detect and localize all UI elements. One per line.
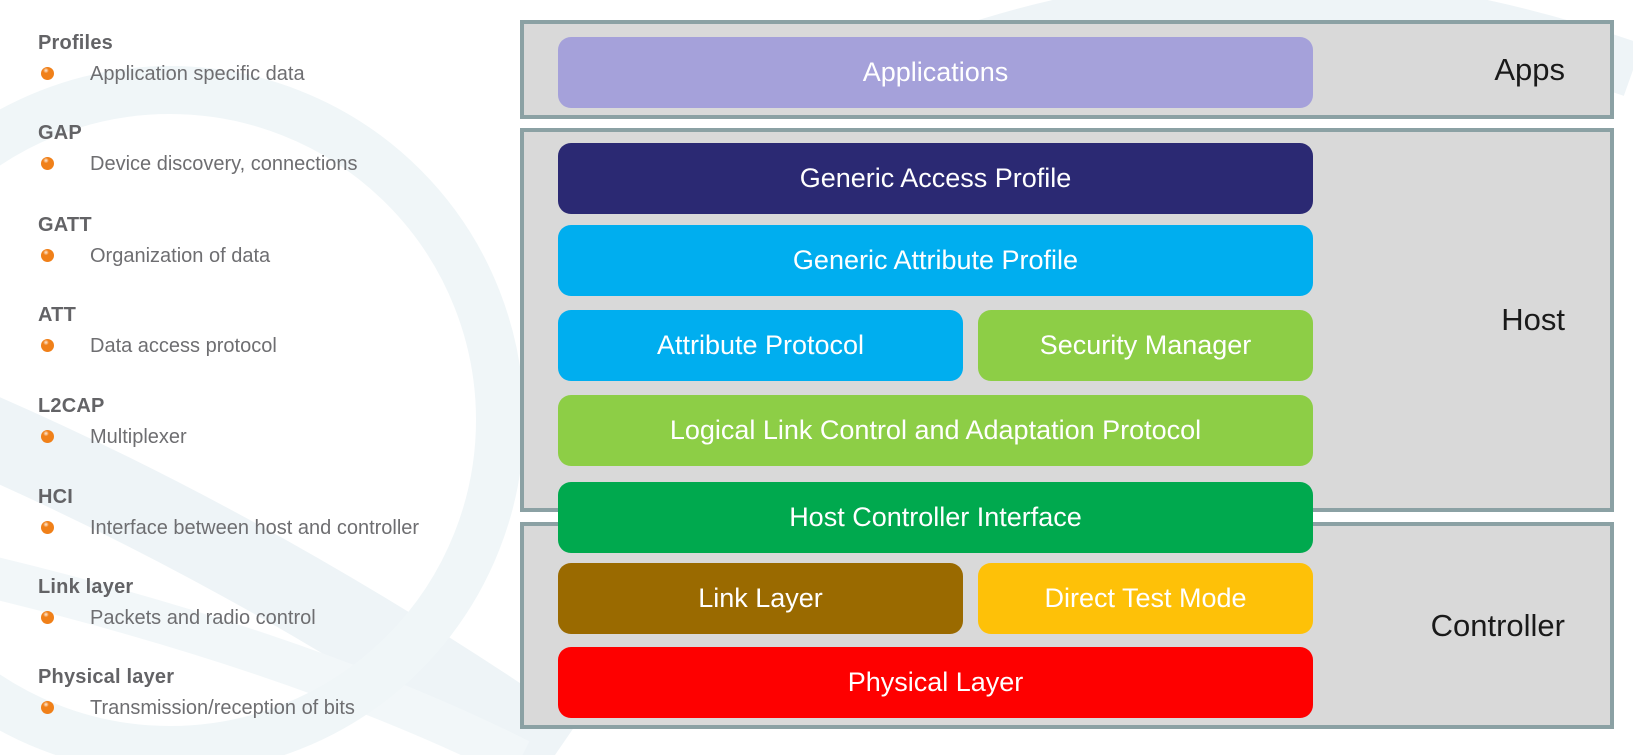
glossary-group-hci: HCI Interface between host and controlle… — [38, 484, 508, 542]
bullet-dot-icon — [41, 157, 54, 170]
glossary-term: ATT — [38, 304, 76, 326]
glossary-row: Device discovery, connections — [38, 150, 508, 178]
glossary-row: Data access protocol — [38, 332, 508, 360]
glossary-description: Data access protocol — [90, 335, 277, 357]
glossary-group-l2cap: L2CAP Multiplexer — [38, 393, 508, 451]
glossary-description: Device discovery, connections — [90, 153, 358, 175]
glossary-term: HCI — [38, 486, 74, 508]
glossary-row: Interface between host and controller — [38, 514, 508, 542]
glossary-row: Packets and radio control — [38, 604, 508, 632]
glossary-row: Transmission/reception of bits — [38, 694, 508, 722]
apps-section-label: Apps — [1494, 51, 1565, 87]
layer-l2cap: Logical Link Control and Adaptation Prot… — [558, 395, 1313, 466]
glossary-description: Transmission/reception of bits — [90, 697, 355, 719]
glossary-group-profiles: Profiles Application specific data — [38, 30, 508, 88]
glossary-group-gap: GAP Device discovery, connections — [38, 120, 508, 178]
host-section-label: Host — [1501, 302, 1565, 337]
glossary-panel: Profiles Application specific data GAP D… — [0, 0, 505, 755]
layer-link-layer: Link Layer — [558, 563, 963, 634]
layer-applications: Applications — [558, 37, 1313, 108]
glossary-term: L2CAP — [38, 395, 105, 417]
glossary-term: GATT — [38, 214, 92, 236]
layer-generic-attribute-profile: Generic Attribute Profile — [558, 225, 1313, 296]
layer-generic-access-profile: Generic Access Profile — [558, 143, 1313, 214]
layer-physical-layer: Physical Layer — [558, 647, 1313, 718]
glossary-group-link-layer: Link layer Packets and radio control — [38, 574, 508, 632]
glossary-term: Profiles — [38, 32, 113, 54]
glossary-row: Multiplexer — [38, 423, 508, 451]
glossary-group-physical-layer: Physical layer Transmission/reception of… — [38, 664, 508, 722]
glossary-term: Link layer — [38, 576, 134, 598]
glossary-term: Physical layer — [38, 666, 175, 688]
glossary-description: Interface between host and controller — [90, 517, 420, 539]
glossary-description: Multiplexer — [90, 426, 187, 448]
glossary-description: Packets and radio control — [90, 607, 316, 629]
glossary-description: Application specific data — [90, 63, 305, 85]
bullet-dot-icon — [41, 249, 54, 262]
bullet-dot-icon — [41, 67, 54, 80]
glossary-group-gatt: GATT Organization of data — [38, 212, 508, 270]
glossary-row: Organization of data — [38, 242, 508, 270]
layer-host-controller-interface: Host Controller Interface — [558, 482, 1313, 553]
bullet-dot-icon — [41, 701, 54, 714]
bullet-dot-icon — [41, 611, 54, 624]
bullet-dot-icon — [41, 430, 54, 443]
glossary-term: GAP — [38, 122, 82, 144]
layer-security-manager: Security Manager — [978, 310, 1313, 381]
bullet-dot-icon — [41, 339, 54, 352]
controller-section-label: Controller — [1430, 607, 1565, 643]
layer-attribute-protocol: Attribute Protocol — [558, 310, 963, 381]
layer-direct-test-mode: Direct Test Mode — [978, 563, 1313, 634]
glossary-description: Organization of data — [90, 245, 271, 267]
bullet-dot-icon — [41, 521, 54, 534]
glossary-group-att: ATT Data access protocol — [38, 302, 508, 360]
glossary-row: Application specific data — [38, 60, 508, 88]
